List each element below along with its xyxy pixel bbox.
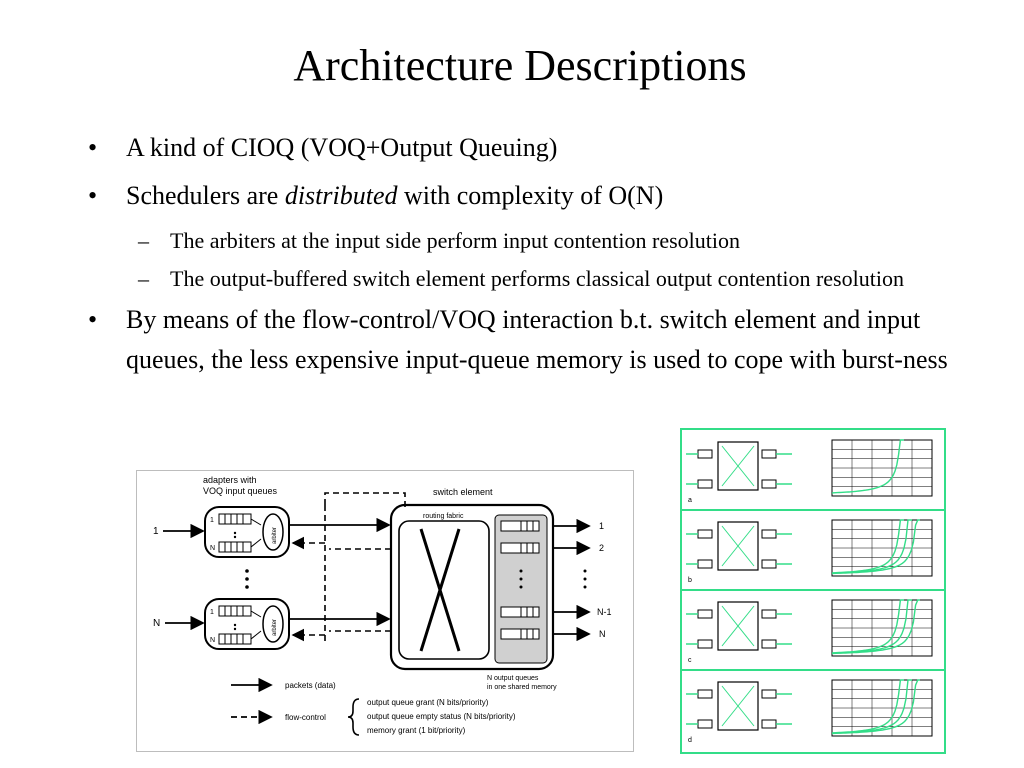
- legend-item-3: memory grant (1 bit/priority): [367, 726, 466, 735]
- output-label-2: 2: [599, 543, 604, 553]
- panel-output-queue: [761, 689, 777, 699]
- adapter-n-voq-n: [218, 633, 252, 645]
- adapter-1-queue-1: 1: [210, 517, 214, 524]
- panel-switch-box: [717, 521, 759, 571]
- adapter-n-voq-1: [218, 605, 252, 617]
- comparison-panels-svg: a b c d: [682, 439, 944, 744]
- legend: packets (data) flow-control output queue…: [231, 677, 516, 736]
- panel-output-queue: [761, 449, 777, 459]
- panel-switch-box: [717, 681, 759, 731]
- panel-plot-curve: [831, 439, 904, 494]
- comparison-panels: a b c d: [680, 428, 946, 754]
- output-label-1: 1: [599, 521, 604, 531]
- output-queues-label-1: N output queues: [487, 675, 539, 682]
- bullet-cioq: A kind of CIOQ (VOQ+Output Queuing): [88, 128, 948, 168]
- panel-b: b: [682, 509, 944, 584]
- panel-d: d: [682, 669, 944, 744]
- panel-fabric-line: [721, 605, 755, 647]
- panel-fabric-line: [721, 685, 755, 727]
- adapter-n-voq-cells: [224, 606, 244, 644]
- panel-switch-box: [717, 441, 759, 491]
- legend-item-1: output queue grant (N bits/priority): [367, 698, 489, 707]
- panel-plot-curve: [831, 519, 920, 575]
- panel-output-queue: [761, 479, 777, 489]
- routing-fabric: [398, 520, 490, 660]
- panel-c: c: [682, 589, 944, 664]
- adapter-1-voq-cells: [224, 514, 244, 552]
- bullet-schedulers: Schedulers are distributed with complexi…: [88, 176, 948, 216]
- panel-input-queue: [697, 639, 713, 649]
- architecture-diagram: adapters with VOQ input queues switch el…: [136, 470, 634, 752]
- panel-output-queue: [761, 609, 777, 619]
- adapter-n-queue-1: 1: [210, 609, 214, 616]
- shared-memory: [494, 514, 548, 664]
- sub-bullet-output-buffered: The output-buffered switch element perfo…: [88, 262, 948, 296]
- adapter-1-voq-1: [218, 513, 252, 525]
- panel-output-queue: [761, 719, 777, 729]
- panel-fabric-line: [721, 445, 755, 487]
- legend-brace: [347, 698, 360, 736]
- panel-switch-box: [717, 601, 759, 651]
- input-label-1: 1: [153, 526, 159, 537]
- panel-label: a: [688, 497, 692, 504]
- panel-plot-curve: [831, 679, 904, 734]
- panel-output-queue: [761, 559, 777, 569]
- panel-input-queue: [697, 529, 713, 539]
- sub-bullet-arbiters: The arbiters at the input side perform i…: [88, 224, 948, 258]
- legend-flow: flow-control: [285, 713, 326, 722]
- panel-output-queue: [761, 639, 777, 649]
- arbiter-1: [262, 513, 284, 551]
- switch-element: [389, 503, 555, 671]
- bullet-schedulers-post: with complexity of O(N): [397, 181, 664, 210]
- adapter-1-queue-n: N: [210, 545, 215, 552]
- adapters-label-2: VOQ input queues: [203, 486, 278, 496]
- switch-label: switch element: [433, 487, 493, 497]
- output-label-n: N: [599, 629, 606, 639]
- adapter-n-outline: [204, 598, 290, 650]
- bullet-schedulers-pre: Schedulers are: [126, 181, 285, 210]
- legend-item-2: output queue empty status (N bits/priori…: [367, 712, 516, 721]
- panel-output-queue: [761, 529, 777, 539]
- routing-fabric-label: routing fabric: [423, 513, 464, 520]
- output-queues-label-2: in one shared memory: [487, 684, 557, 691]
- slide-title: Architecture Descriptions: [293, 41, 747, 90]
- bullet-list: A kind of CIOQ (VOQ+Output Queuing) Sche…: [88, 128, 948, 388]
- adapter-1: 1 N arbiter: [204, 506, 290, 558]
- crossbar-lines: [419, 528, 461, 652]
- bullet-schedulers-emphasis: distributed: [284, 181, 398, 210]
- panel-plot-curve: [831, 519, 904, 574]
- panel-fabric-line: [721, 525, 755, 567]
- adapter-1-voq-n: [218, 541, 252, 553]
- panel-label: b: [688, 577, 692, 584]
- panel-plot-curve: [831, 679, 920, 735]
- adapter-1-outline: [204, 506, 290, 558]
- panel-input-queue: [697, 449, 713, 459]
- panel-input-queue: [697, 719, 713, 729]
- output-label-n-1: N-1: [597, 607, 612, 617]
- input-label-n: N: [153, 618, 160, 629]
- panel-plot-curve: [831, 599, 920, 655]
- adapter-n: 1 N arbiter: [204, 598, 290, 650]
- adapter-n-queue-n: N: [210, 637, 215, 644]
- panel-input-queue: [697, 689, 713, 699]
- arbiter-1-label: arbiter: [272, 527, 278, 544]
- panel-label: c: [688, 657, 692, 664]
- panel-input-queue: [697, 559, 713, 569]
- panel-a: a: [686, 439, 933, 504]
- panel-plot-curve: [831, 599, 904, 654]
- bullet-flow-control: By means of the flow-control/VOQ interac…: [88, 300, 948, 380]
- adapters-label-1: adapters with: [203, 475, 257, 485]
- architecture-diagram-svg: adapters with VOQ input queues switch el…: [153, 475, 612, 736]
- arbiter-n: [262, 605, 284, 643]
- panel-label: d: [688, 737, 692, 744]
- panel-input-queue: [697, 479, 713, 489]
- panel-input-queue: [697, 609, 713, 619]
- output-queues: [500, 520, 540, 640]
- arbiter-n-label: arbiter: [272, 619, 278, 636]
- legend-packets: packets (data): [285, 681, 336, 690]
